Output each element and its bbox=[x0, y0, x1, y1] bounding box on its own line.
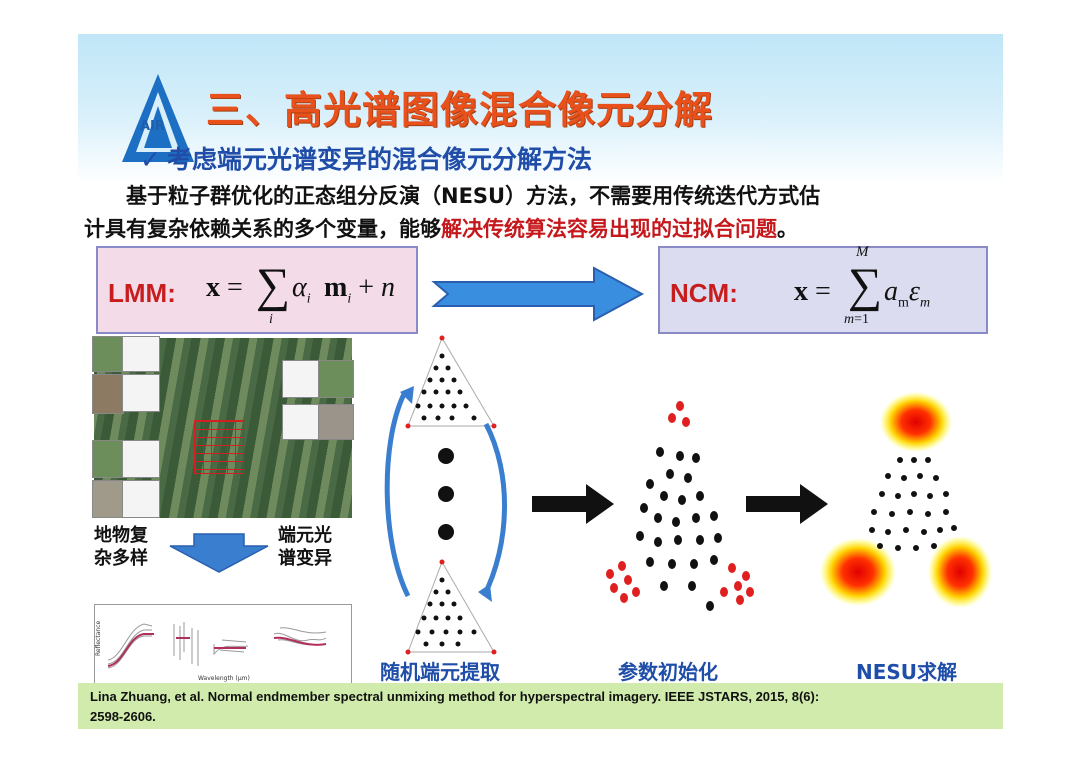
spectral-variability-label-line-2: 谱变异 bbox=[278, 548, 332, 569]
spectral-curves: Reflectance Wavelength (μm) bbox=[95, 621, 327, 682]
paragraph-line-2-end: 。 bbox=[777, 217, 798, 241]
ground-photo-tile bbox=[318, 360, 354, 398]
lmm-formula: x = ∑ i αi mi + n bbox=[206, 259, 396, 327]
reference-line-1: Lina Zhuang, et al. Normal endmember spe… bbox=[90, 689, 820, 704]
step-caption-initialization: 参数初始化 bbox=[618, 660, 718, 684]
diverse-ground-label-line-1: 地物复 bbox=[94, 525, 148, 546]
paragraph-line-2: 计具有复杂依赖关系的多个变量，能够解决传统算法容易出现的过拟合问题。 bbox=[84, 213, 999, 246]
down-arrow-icon bbox=[169, 533, 269, 573]
spectrum-thumbnail bbox=[282, 404, 320, 440]
subtitle-text: 考虑端元光谱变异的混合像元分解方法 bbox=[166, 145, 592, 174]
ground-photo-tile bbox=[92, 440, 124, 478]
spectral-variability-label: 端元光 谱变异 bbox=[278, 524, 332, 570]
spectrum-thumbnail bbox=[122, 374, 160, 412]
spectrum-thumbnail bbox=[122, 440, 160, 478]
step-caption-extraction: 随机端元提取 bbox=[380, 660, 500, 684]
diverse-ground-label-line-2: 杂多样 bbox=[94, 548, 148, 569]
logo-text: AIR bbox=[140, 119, 165, 134]
ground-photo-tile bbox=[318, 404, 354, 440]
model-transition-arrow-icon bbox=[431, 266, 645, 322]
description-paragraph: 基于粒子群优化的正态组分反演（NESU）方法，不需要用传统迭代方式估 计具有复杂… bbox=[84, 180, 999, 246]
plot-xlabel: Wavelength (μm) bbox=[198, 675, 250, 682]
step-caption-nesu: NESU求解 bbox=[856, 660, 958, 684]
section-subtitle: ✓考虑端元光谱变异的混合像元分解方法 bbox=[140, 140, 592, 176]
air-logo-icon bbox=[122, 74, 194, 162]
page-title: 三、高光谱图像混合像元分解 bbox=[206, 88, 714, 132]
ground-photo-tile bbox=[92, 374, 124, 414]
plot-ylabel: Reflectance bbox=[95, 621, 102, 656]
right-arrow-icon bbox=[746, 484, 828, 524]
reference-line-2: 2598-2606. bbox=[90, 709, 156, 724]
parameter-initialization-diagram bbox=[606, 401, 754, 611]
nesu-solution-diagram bbox=[820, 392, 992, 608]
paragraph-line-2-text: 计具有复杂依赖关系的多个变量，能够 bbox=[84, 217, 441, 241]
ncm-formula: x = M ∑ m=1 amεm bbox=[794, 244, 931, 327]
lmm-label: LMM: bbox=[108, 278, 176, 308]
ground-photo-tile bbox=[92, 480, 124, 518]
ground-photo-tile bbox=[92, 336, 124, 372]
spectrum-thumbnail bbox=[282, 360, 320, 398]
header-banner bbox=[78, 34, 1003, 184]
endmember-extraction-diagram bbox=[384, 335, 507, 655]
spectrum-thumbnail bbox=[122, 336, 160, 372]
diverse-ground-label: 地物复 杂多样 bbox=[94, 524, 148, 570]
right-arrow-icon bbox=[532, 484, 614, 524]
paragraph-line-1: 基于粒子群优化的正态组分反演（NESU）方法，不需要用传统迭代方式估 bbox=[126, 184, 821, 208]
ncm-label: NCM: bbox=[670, 278, 738, 308]
slide: AIR 三、高光谱图像混合像元分解 ✓考虑端元光谱变异的混合像元分解方法 基于粒… bbox=[78, 34, 1003, 729]
ncm-formula-box: NCM: x = M ∑ m=1 amεm bbox=[658, 244, 988, 334]
reference-bar: Lina Zhuang, et al. Normal endmember spe… bbox=[78, 683, 1003, 729]
spectrum-thumbnail bbox=[122, 480, 160, 518]
spectral-variability-label-line-1: 端元光 bbox=[278, 525, 332, 546]
sample-grid-overlay bbox=[194, 420, 244, 474]
checkmark-icon: ✓ bbox=[140, 145, 161, 174]
lmm-formula-box: LMM: x = ∑ i αi mi + n bbox=[96, 246, 418, 334]
highlight-text: 解决传统算法容易出现的过拟合问题 bbox=[441, 217, 777, 241]
